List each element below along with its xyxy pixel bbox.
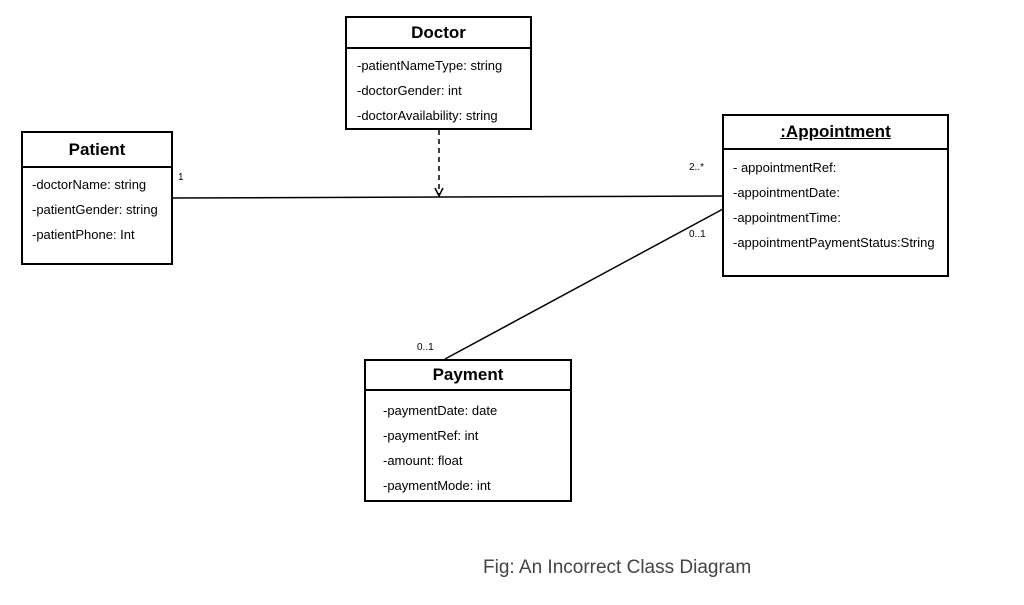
patient-attribute: -doctorName: string [32, 177, 147, 192]
payment-attribute: -paymentMode: int [383, 478, 491, 493]
appointment-class-name: :Appointment [724, 116, 947, 150]
payment-attribute: -amount: float [383, 453, 463, 468]
appointment-attributes: - appointmentRef: -appointmentDate: -app… [724, 150, 947, 260]
payment-multiplicity: 0..1 [417, 342, 434, 353]
payment-attribute: -paymentRef: int [383, 428, 479, 443]
doctor-attribute: -doctorGender: int [357, 83, 462, 98]
doctor-class: Doctor -patientNameType: string -doctorG… [345, 16, 532, 130]
patient-attributes: -doctorName: string -patientGender: stri… [23, 168, 171, 252]
appointment-class: :Appointment - appointmentRef: -appointm… [722, 114, 949, 277]
doctor-attribute: -doctorAvailability: string [357, 108, 498, 123]
payment-class: Payment -paymentDate: date -paymentRef: … [364, 359, 572, 502]
appointment-attribute: -appointmentTime: [733, 210, 841, 225]
patient-appointment-association [171, 195, 724, 199]
payment-attributes: -paymentDate: date -paymentRef: int -amo… [366, 391, 570, 503]
doctor-class-name: Doctor [347, 18, 530, 49]
doctor-attribute: -patientNameType: string [357, 58, 503, 73]
appointment-attribute: -appointmentDate: [733, 185, 840, 200]
patient-attribute: -patientPhone: Int [32, 227, 135, 242]
figure-caption: Fig: An Incorrect Class Diagram [483, 557, 752, 578]
appointment-patient-multiplicity: 2..* [689, 162, 705, 173]
patient-class: Patient -doctorName: string -patientGend… [21, 131, 173, 265]
dependency-arrowhead-icon [434, 187, 444, 198]
patient-multiplicity: 1 [178, 172, 184, 183]
appointment-payment-multiplicity: 0..1 [689, 229, 706, 240]
payment-attribute: -paymentDate: date [383, 403, 498, 418]
patient-attribute: -patientGender: string [32, 202, 158, 217]
doctor-attributes: -patientNameType: string -doctorGender: … [347, 49, 530, 133]
appointment-payment-association [444, 208, 724, 360]
appointment-attribute: -appointmentPaymentStatus:String [733, 235, 935, 250]
payment-class-name: Payment [366, 361, 570, 391]
appointment-attribute: - appointmentRef: [733, 160, 837, 175]
patient-class-name: Patient [23, 133, 171, 168]
